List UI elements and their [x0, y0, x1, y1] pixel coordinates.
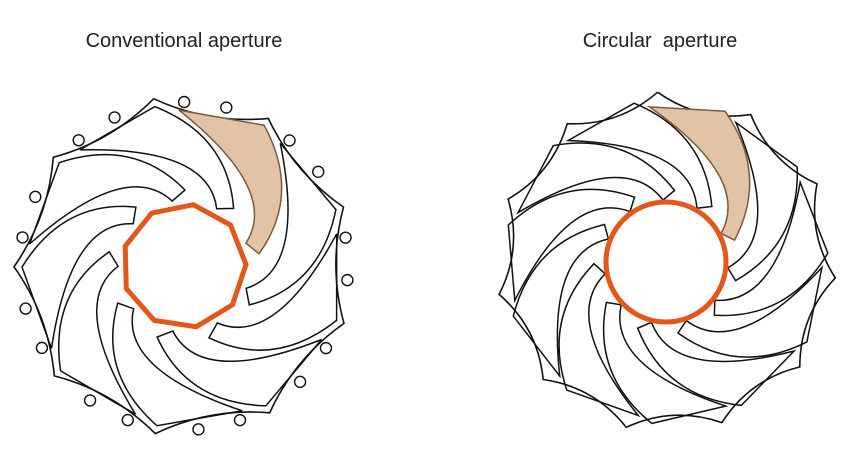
- blade-pivot-hole: [220, 101, 233, 114]
- circular-aperture-caption: Circular aperture: [582, 30, 738, 52]
- blade-pivot-hole: [29, 190, 42, 204]
- aperture-blade: [676, 265, 824, 358]
- aperture-blade: [207, 233, 338, 351]
- aperture-blade: [156, 330, 323, 407]
- blade-pivot-hole: [293, 375, 307, 389]
- blade-pivot-hole: [83, 394, 97, 407]
- blade-pivot-hole: [339, 231, 352, 244]
- conventional-aperture-caption: Conventional aperture: [85, 30, 283, 52]
- conventional-aperture-diagram: [13, 95, 354, 436]
- blade-pivot-hole: [72, 134, 85, 147]
- aperture-housing-outline: [498, 91, 837, 429]
- aperture-blade: [636, 321, 797, 407]
- circular-aperture-diagram: [498, 91, 837, 429]
- blade-pivot-hole: [19, 302, 32, 315]
- aperture-blade: [726, 120, 798, 282]
- aperture-blade: [507, 188, 636, 304]
- aperture-blade: [28, 153, 187, 245]
- blade-pivot-hole: [233, 413, 247, 427]
- aperture-blade: [79, 105, 235, 210]
- blade-pivot-hole: [108, 111, 121, 124]
- aperture-blade: [602, 301, 729, 425]
- aperture-blade: [565, 102, 713, 210]
- highlighted-blade: [178, 109, 283, 255]
- blade-pivot-hole: [35, 341, 49, 355]
- aperture-blade: [21, 205, 137, 349]
- blade-pivot-hole: [192, 423, 205, 436]
- aperture-blade: [713, 179, 829, 317]
- blade-pivot-hole: [283, 134, 296, 147]
- blade-pivot-hole: [312, 165, 325, 178]
- aperture-blade: [245, 142, 337, 306]
- aperture-blade: [516, 142, 676, 215]
- blade-pivot-hole: [177, 95, 191, 109]
- aperture-blade: [112, 302, 243, 427]
- blade-pivot-hole: [121, 413, 134, 427]
- blade-pivot-hole: [16, 231, 29, 244]
- aperture-blade: [558, 262, 641, 418]
- blade-pivot-hole: [341, 273, 354, 287]
- nonagon-aperture-opening: [122, 202, 249, 330]
- blade-pivot-hole: [319, 341, 333, 355]
- highlighted-blade: [646, 106, 751, 242]
- aperture-blade: [512, 223, 610, 379]
- circular-aperture-opening: [603, 199, 729, 325]
- aperture-blade: [57, 250, 137, 415]
